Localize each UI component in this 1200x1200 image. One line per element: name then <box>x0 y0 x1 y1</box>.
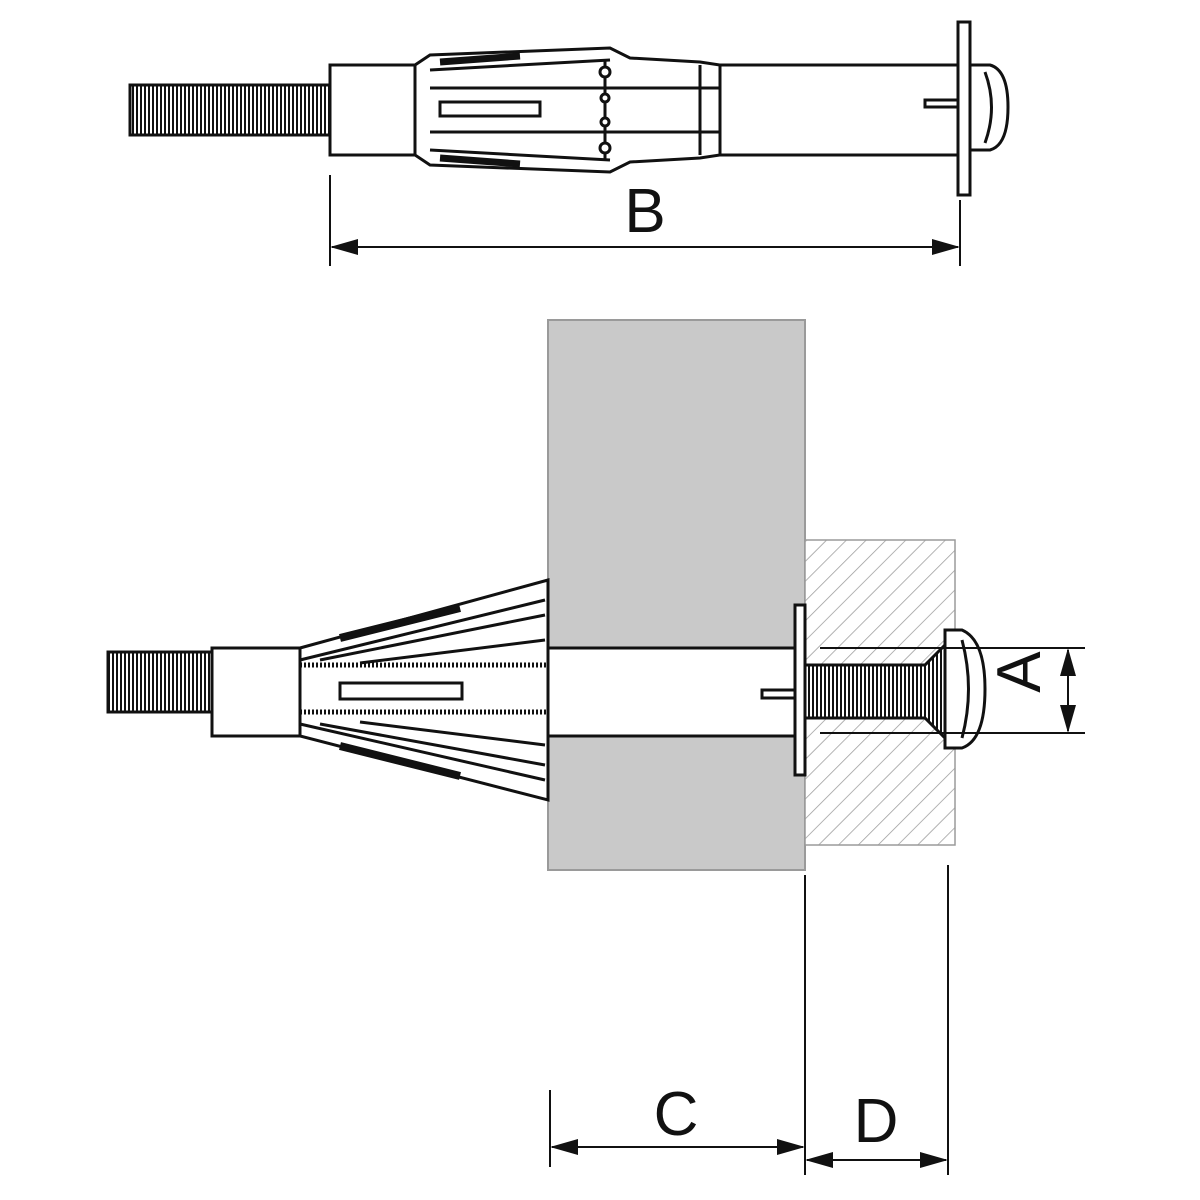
screw-head <box>943 628 987 750</box>
anchor-installed <box>106 578 987 802</box>
tube <box>546 646 800 738</box>
collar <box>328 63 417 157</box>
slot <box>438 100 542 118</box>
screw-head <box>968 63 1010 152</box>
tube <box>718 63 962 157</box>
collar <box>210 646 302 738</box>
threaded-rod <box>128 83 332 137</box>
wall-panel <box>547 319 806 871</box>
label-a: A <box>985 651 1054 693</box>
dimension-lines <box>549 647 1085 1175</box>
dimension-b <box>329 175 961 266</box>
label-b: B <box>624 177 665 246</box>
anchor-side-view <box>128 20 1010 197</box>
label-d: D <box>854 1087 899 1156</box>
slot <box>338 681 464 701</box>
pin <box>923 98 960 109</box>
pin <box>760 688 797 700</box>
label-c: C <box>654 1080 699 1149</box>
flange <box>956 20 972 197</box>
threaded-rod <box>106 650 214 714</box>
